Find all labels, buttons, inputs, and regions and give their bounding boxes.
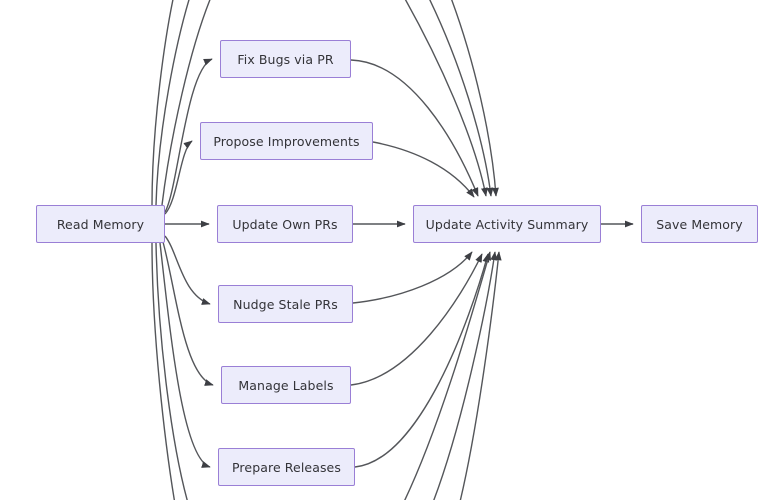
edge-e-read-to-fix bbox=[164, 58, 213, 213]
node-manage-labels[interactable]: Manage Labels bbox=[221, 366, 351, 404]
node-label-read-memory: Read Memory bbox=[56, 216, 145, 232]
edge-e-manage-to-summary bbox=[350, 253, 483, 386]
edge-e-nudge-to-summary bbox=[352, 251, 473, 304]
edge-e-prepare-to-summary bbox=[354, 253, 490, 468]
node-update-own-prs[interactable]: Update Own PRs bbox=[217, 205, 353, 243]
node-label-manage-labels: Manage Labels bbox=[238, 377, 334, 393]
edge-e-read-bottom-offscreen-b bbox=[155, 242, 188, 500]
edge-e-offscreen-below-to-summary-a bbox=[404, 251, 492, 500]
node-save-memory[interactable]: Save Memory bbox=[641, 205, 758, 243]
node-fix-bugs-via-pr[interactable]: Fix Bugs via PR bbox=[220, 40, 351, 78]
node-propose-improvements[interactable]: Propose Improvements bbox=[200, 122, 373, 160]
edge-e-read-to-nudge bbox=[164, 235, 211, 305]
edge-e-offscreen-above-to-summary-c bbox=[450, 0, 499, 197]
edge-e-read-top-offscreen-c bbox=[151, 0, 174, 206]
node-label-fix-bugs-via-pr: Fix Bugs via PR bbox=[237, 51, 334, 67]
node-label-prepare-releases: Prepare Releases bbox=[232, 459, 341, 475]
edge-e-read-to-manage bbox=[162, 241, 214, 386]
edge-e-read-top-offscreen-a bbox=[161, 0, 211, 206]
edge-e-read-to-propose bbox=[164, 140, 193, 215]
edge-e-fix-to-summary bbox=[350, 59, 479, 197]
edge-e-offscreen-below-to-summary-b bbox=[433, 251, 498, 500]
edges-group bbox=[151, 0, 634, 500]
node-label-nudge-stale-prs: Nudge Stale PRs bbox=[233, 296, 338, 312]
edge-e-offscreen-above-to-summary-b bbox=[429, 0, 494, 197]
node-read-memory[interactable]: Read Memory bbox=[36, 205, 165, 243]
edge-e-offscreen-above-to-summary-a bbox=[404, 0, 488, 197]
edge-e-read-top-offscreen-b bbox=[155, 0, 190, 206]
node-label-update-activity-summary: Update Activity Summary bbox=[425, 216, 589, 232]
node-update-activity-summary[interactable]: Update Activity Summary bbox=[413, 205, 601, 243]
node-label-propose-improvements: Propose Improvements bbox=[213, 133, 360, 149]
node-prepare-releases[interactable]: Prepare Releases bbox=[218, 448, 355, 486]
edge-e-propose-to-summary bbox=[372, 141, 475, 198]
node-nudge-stale-prs[interactable]: Nudge Stale PRs bbox=[218, 285, 353, 323]
edge-e-read-to-prepare bbox=[159, 242, 211, 468]
node-label-save-memory: Save Memory bbox=[656, 216, 743, 232]
edge-e-offscreen-below-to-summary-c bbox=[459, 251, 502, 500]
edge-e-read-bottom-offscreen-a bbox=[151, 242, 176, 500]
node-label-update-own-prs: Update Own PRs bbox=[232, 216, 338, 232]
